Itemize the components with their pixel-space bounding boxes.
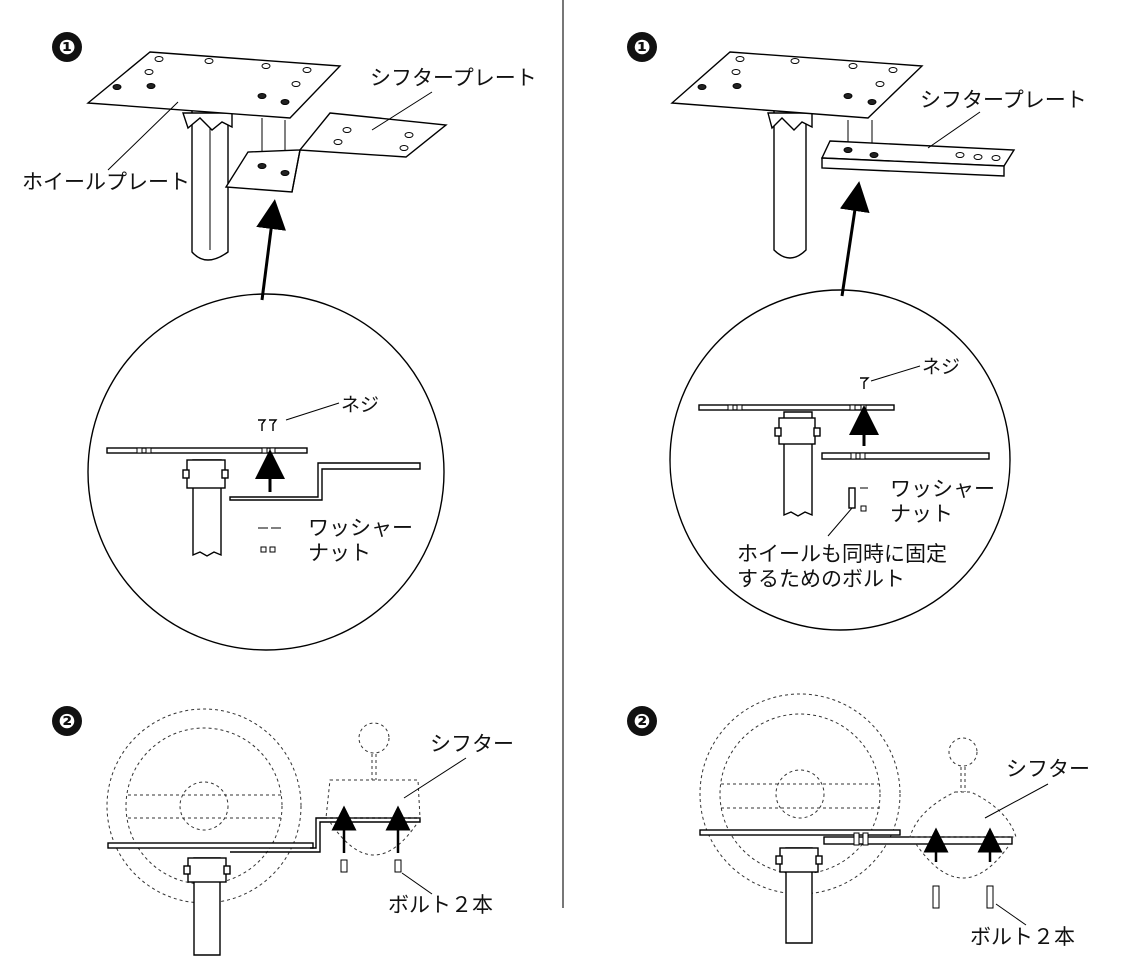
wheel-plate-assembly — [86, 51, 448, 261]
step2-badge: ❷ — [52, 706, 82, 736]
leader-wheel-plate — [107, 101, 179, 171]
wheel-plate-assembly-right — [670, 51, 1016, 259]
label-shifter-plate-right: シフタープレート — [920, 88, 1087, 112]
label-washer-right: ワッシャー — [890, 477, 995, 501]
step2-badge-right-text: ❷ — [634, 709, 651, 733]
label-shifter-right: シフター — [1006, 757, 1090, 781]
bolt-icons-right — [932, 885, 994, 909]
label-wheel-plate: ホイールプレート — [22, 170, 190, 194]
leader-screw — [285, 402, 340, 421]
label-washer: ワッシャー — [308, 516, 413, 540]
leader-shifter-right — [984, 783, 1049, 819]
right-panel: ❶ シフタープレート — [627, 32, 1090, 949]
label-bolt-note-line1: ホイールも同時に固定 — [737, 542, 947, 566]
label-shifter: シフター — [430, 732, 514, 756]
label-nut: ナット — [308, 541, 371, 565]
label-screw: ネジ — [341, 394, 379, 416]
assembly-arrow — [256, 199, 286, 301]
label-bolt-note-line2: するためのボルト — [737, 567, 905, 591]
step1-badge-right-text: ❶ — [634, 35, 651, 59]
leader-bolt-note — [827, 507, 853, 537]
detail-contents-right — [698, 377, 990, 517]
leader-screw-right — [870, 365, 921, 382]
detail-circle — [87, 293, 445, 651]
detail-circle-right — [669, 289, 1011, 631]
leader-shifter-plate-right — [927, 111, 981, 149]
screw-icons — [258, 419, 278, 431]
nut-icon — [260, 546, 267, 553]
leader-bolts — [401, 872, 433, 895]
assembly-arrow-right — [839, 181, 870, 297]
detail-contents — [106, 419, 421, 557]
label-nut-right: ナット — [890, 502, 953, 526]
step1-badge-text: ❶ — [59, 35, 76, 59]
label-screw-right: ネジ — [922, 356, 960, 378]
wheel-plate-holes — [112, 56, 312, 105]
leader-shifter — [403, 757, 467, 799]
step1-badge-right: ❶ — [627, 32, 657, 62]
bolt-icons — [340, 859, 402, 873]
label-bolts: ボルト２本 — [388, 893, 493, 917]
wheel-plate — [86, 51, 342, 119]
leader-shifter-plate — [371, 91, 433, 131]
steering-wheel-outline-right — [699, 693, 901, 895]
step1-badge: ❶ — [52, 32, 82, 62]
label-shifter-plate: シフタープレート — [370, 66, 537, 90]
label-bolts-right: ボルト２本 — [970, 925, 1075, 949]
shifter-outline-right — [909, 737, 1017, 879]
leader-bolts-right — [995, 903, 1027, 926]
shifter-outline — [325, 722, 421, 856]
step2-badge-text: ❷ — [59, 709, 76, 733]
shifter-plate — [224, 112, 448, 193]
step2-badge-right: ❷ — [627, 706, 657, 736]
left-panel: ❶ — [22, 32, 537, 956]
